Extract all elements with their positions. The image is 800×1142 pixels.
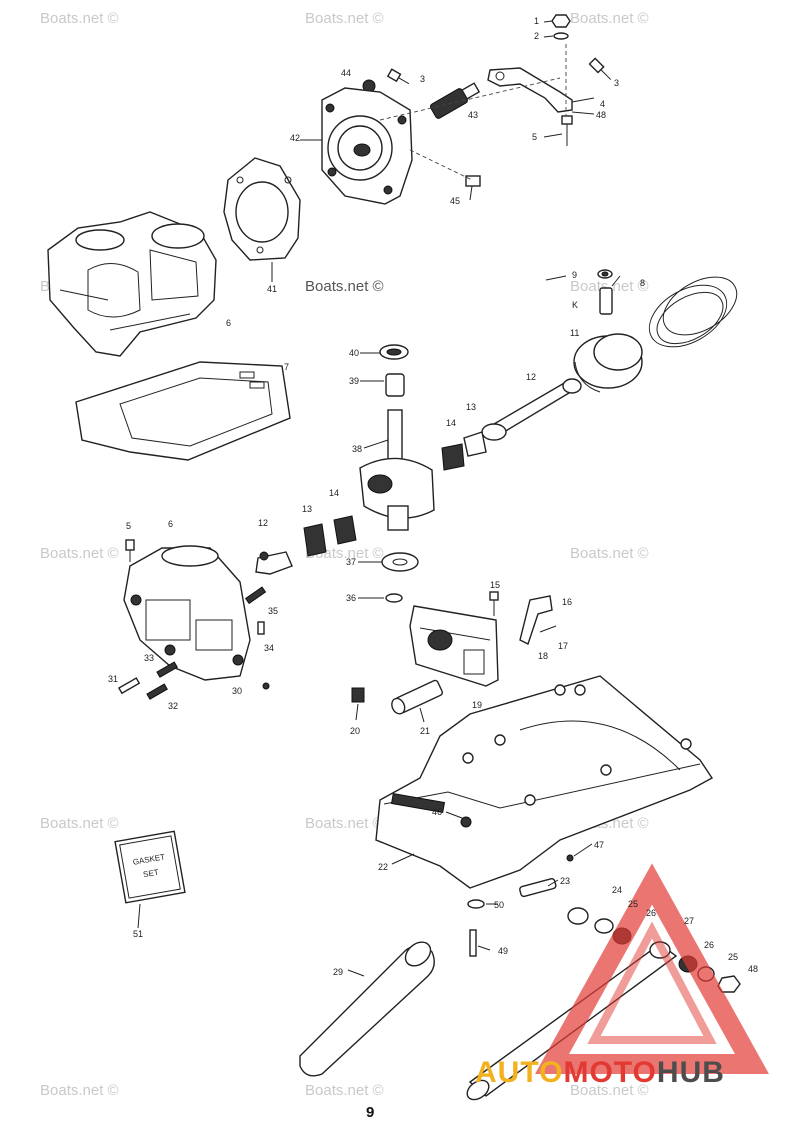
callout-label: 14 xyxy=(446,418,456,428)
main-housing-22 xyxy=(375,675,714,889)
callout-label: 6 xyxy=(168,519,173,529)
callout-label: 17 xyxy=(558,641,568,651)
crankshaft-assembly xyxy=(359,344,435,603)
gasket-set-line2: SET xyxy=(142,868,159,880)
callout-label: 8 xyxy=(640,278,645,288)
watermark: Boats.net © xyxy=(40,1082,119,1099)
callout-label: 18 xyxy=(538,651,548,661)
callout-label: 2 xyxy=(534,31,539,41)
piston-assembly xyxy=(441,269,738,471)
callout-label: 21 xyxy=(420,726,430,736)
callout-label: 51 xyxy=(133,929,143,939)
callout-label: 5 xyxy=(126,521,131,531)
callout-label: 7 xyxy=(284,362,289,372)
callout-label: 12 xyxy=(526,372,536,382)
small-screws xyxy=(117,586,270,700)
callout-label: 9 xyxy=(572,270,577,280)
callout-label: 14 xyxy=(329,488,339,498)
callout-label: 3 xyxy=(614,78,619,88)
callout-label: 1 xyxy=(534,16,539,26)
watermark: Boats.net © xyxy=(570,10,649,27)
pins-and-washers xyxy=(467,878,557,957)
watermark: Boats.net © xyxy=(570,545,649,562)
callout-label: 33 xyxy=(144,653,154,663)
callout-label: 45 xyxy=(450,196,460,206)
callout-label: 42 xyxy=(290,133,300,143)
top-cover-assembly xyxy=(321,14,612,205)
callout-label: 40 xyxy=(349,348,359,358)
exhaust-tube-29 xyxy=(299,941,435,1077)
watermark: Boats.net © xyxy=(570,278,649,295)
watermark: Boats.net © xyxy=(305,278,384,295)
callout-label: 46 xyxy=(432,807,442,817)
logo-part-moto: MOTO xyxy=(563,1056,657,1089)
cylinder-block-6 xyxy=(47,211,217,357)
gasket-set-51: GASKET SET xyxy=(114,830,186,904)
callout-label: 49 xyxy=(498,946,508,956)
callout-label: 50 xyxy=(494,900,504,910)
callout-label: 16 xyxy=(562,597,572,607)
callout-label: 36 xyxy=(346,593,356,603)
callout-label: 25 xyxy=(728,952,738,962)
logo-triangle xyxy=(535,863,769,1074)
callout-label: 13 xyxy=(466,402,476,412)
callout-label: 26 xyxy=(646,908,656,918)
callout-labels: 1 2 3 4 48 5 44 3 43 42 45 41 6 9 K 8 11… xyxy=(108,16,758,977)
reed-housing-assembly xyxy=(351,591,557,715)
watermark: Boats.net © xyxy=(570,1082,649,1099)
callout-label: 24 xyxy=(612,885,622,895)
callout-label: 31 xyxy=(108,674,118,684)
callout-label: 20 xyxy=(350,726,360,736)
callout-label: 15 xyxy=(490,580,500,590)
watermark: Boats.net © xyxy=(305,815,384,832)
leader-lines xyxy=(137,20,595,977)
callout-label: 3 xyxy=(420,74,425,84)
gasket-41 xyxy=(223,157,301,282)
callout-label: 39 xyxy=(349,376,359,386)
callout-label: 26 xyxy=(704,940,714,950)
callout-label: 41 xyxy=(267,284,277,294)
callout-label: 23 xyxy=(560,876,570,886)
callout-label: 29 xyxy=(333,967,343,977)
callout-label: 11 xyxy=(570,328,579,338)
callout-label: 47 xyxy=(594,840,604,850)
automotohub-logo: AUTOMOTOHUB xyxy=(475,1056,725,1090)
callout-label: 38 xyxy=(352,444,362,454)
callout-label: 4 xyxy=(600,99,605,109)
callout-label: 34 xyxy=(264,643,274,653)
callout-label: 19 xyxy=(472,700,482,710)
callout-label: 12 xyxy=(258,518,268,528)
crankcase-6 xyxy=(123,539,251,681)
callout-label: 43 xyxy=(468,110,478,120)
watermark: Boats.net © xyxy=(40,545,119,562)
callout-label: 37 xyxy=(346,557,356,567)
callout-label: 48 xyxy=(748,964,758,974)
logo-part-hub: HUB xyxy=(656,1056,725,1089)
callout-label: 32 xyxy=(168,701,178,711)
callout-label: 6 xyxy=(226,318,231,328)
callout-label: 44 xyxy=(341,68,351,78)
callout-label: 27 xyxy=(684,916,694,926)
watermark: Boats.net © xyxy=(305,1082,384,1099)
callout-label: 48 xyxy=(596,110,606,120)
watermark: Boats.net © xyxy=(305,10,384,27)
lower-bearings xyxy=(255,515,357,575)
callout-label: 13 xyxy=(302,504,312,514)
watermark: Boats.net © xyxy=(40,815,119,832)
callout-label: 25 xyxy=(628,899,638,909)
callout-label: K xyxy=(572,300,578,310)
logo-part-auto: AUTO xyxy=(475,1056,564,1089)
gasket-7 xyxy=(75,361,291,461)
callout-label: 35 xyxy=(268,606,278,616)
callout-label: 5 xyxy=(532,132,537,142)
watermark: Boats.net © xyxy=(40,10,119,27)
callout-label: 22 xyxy=(378,862,388,872)
page-number: 9 xyxy=(366,1104,375,1121)
callout-label: 30 xyxy=(232,686,242,696)
